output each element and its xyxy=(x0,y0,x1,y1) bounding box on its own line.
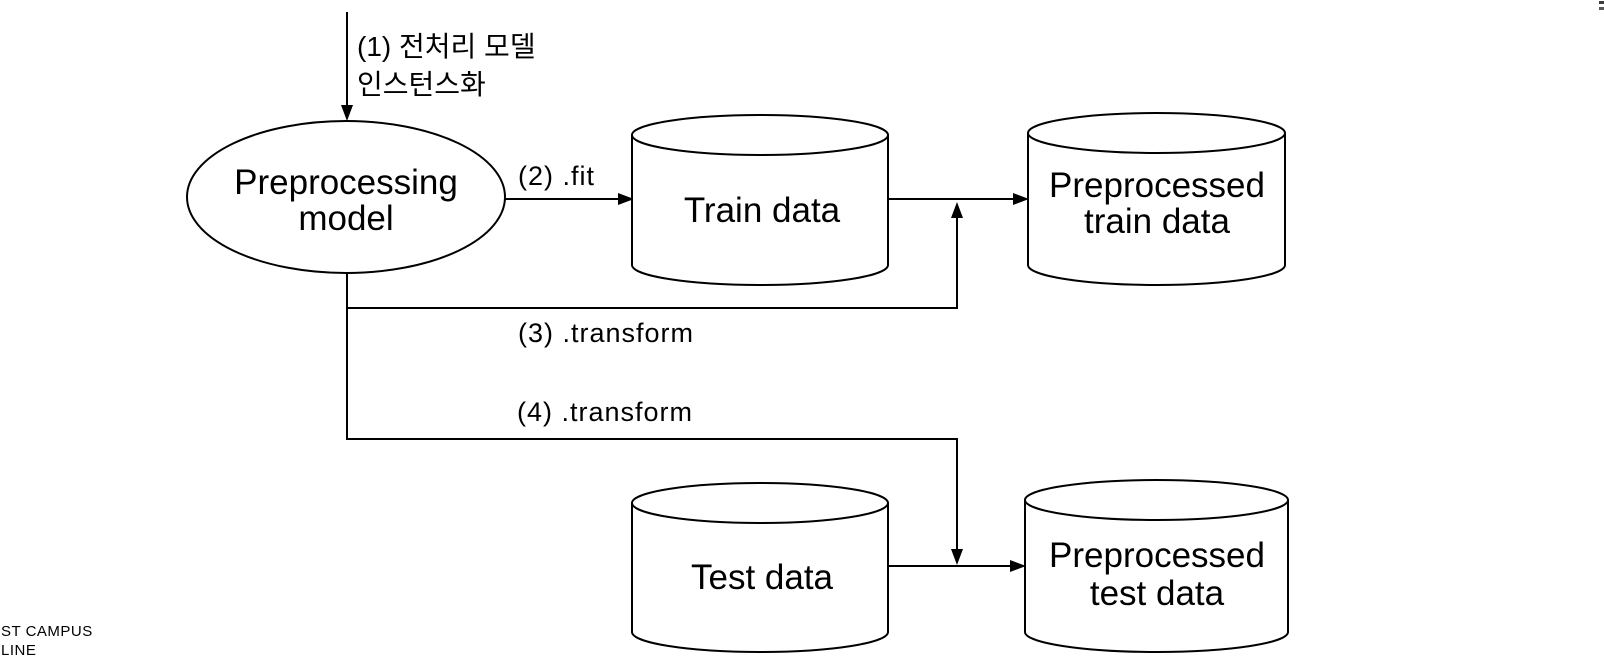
preprocessed-train-data-label: Preprocessed train data xyxy=(1049,166,1265,241)
preprocessing-model-label: Preprocessing model xyxy=(234,163,458,238)
test-data-label: Test data xyxy=(690,558,834,597)
instantiate-arrow xyxy=(341,12,353,121)
transform3-connector xyxy=(347,202,963,309)
transform4-connector xyxy=(347,438,963,565)
preprocessed-test-data-label: Preprocessed test data xyxy=(1049,536,1265,613)
edge-artifact-mark-2 xyxy=(1599,7,1604,10)
fit-arrow xyxy=(505,193,634,205)
train-to-preprocessed-arrow xyxy=(888,193,1029,205)
train-data-cylinder xyxy=(631,114,889,286)
step2-fit-label: (2) .fit xyxy=(518,161,596,191)
step1-instantiate-label: (1) 전처리 모델 인스턴스화 xyxy=(357,31,536,100)
test-data-cylinder xyxy=(631,482,889,653)
edge-artifact-mark-1 xyxy=(1599,1,1604,4)
test-to-preprocessed-arrow xyxy=(888,560,1026,572)
watermark-text: ST CAMPUS LINE xyxy=(1,623,93,656)
preprocessed-train-cylinder xyxy=(1027,112,1286,286)
step3-transform-label: (3) .transform xyxy=(518,318,695,348)
step4-transform-label: (4) .transform xyxy=(517,397,694,427)
preprocessed-test-cylinder xyxy=(1024,479,1289,653)
train-data-label: Train data xyxy=(683,191,841,230)
preprocessing-model-ellipse xyxy=(186,120,506,274)
